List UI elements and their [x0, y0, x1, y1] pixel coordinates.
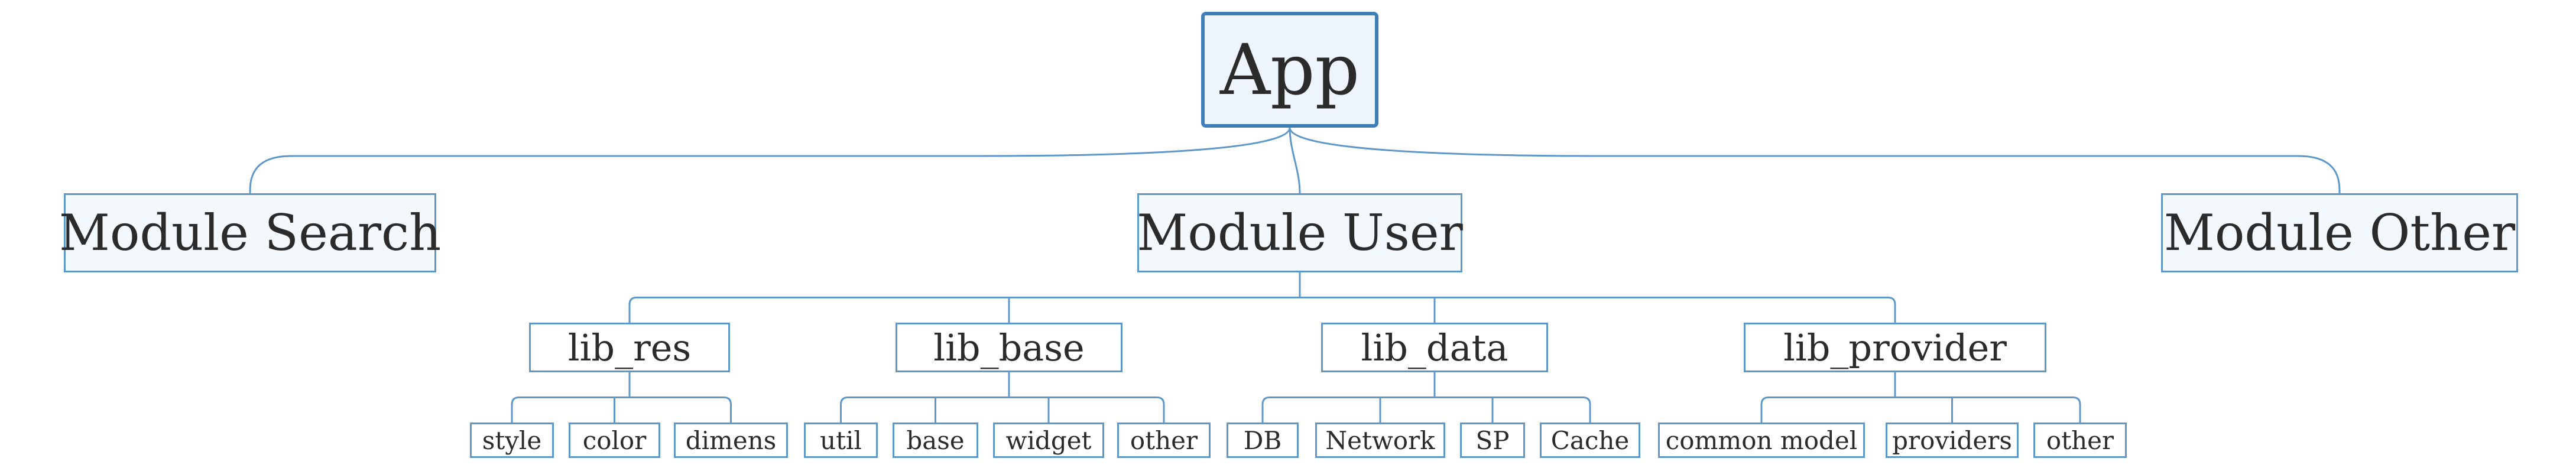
connector-data-db [1261, 396, 1270, 422]
node-leaf-providers: providers [1886, 422, 2019, 458]
connector-base-util [840, 396, 848, 422]
node-leaf-color: color [569, 422, 660, 458]
node-leaf-common-model: common model [1658, 422, 1865, 458]
connector-res-dimens [724, 396, 732, 422]
connector-res-style [511, 396, 520, 422]
node-leaf-base: base [893, 422, 978, 458]
connector-module-search [249, 127, 1291, 194]
connector-base-other [1156, 396, 1165, 422]
node-lib-res: lib_res [529, 323, 730, 372]
node-module-other: Module Other [2161, 193, 2518, 272]
node-leaf-cache: Cache [1540, 422, 1640, 458]
node-app: App [1201, 12, 1378, 128]
connector-lib-res [628, 297, 637, 323]
node-leaf-db: DB [1227, 422, 1299, 458]
node-leaf-provider-other: other [2033, 422, 2127, 458]
connector-provider-common-model [1760, 396, 1769, 422]
connector-lib-provider [1887, 297, 1896, 323]
connector-module-other [1289, 127, 2341, 194]
node-leaf-sp: SP [1460, 422, 1525, 458]
node-module-search: Module Search [59, 193, 441, 272]
node-leaf-widget: widget [993, 422, 1104, 458]
node-module-user: Module User [1137, 193, 1463, 272]
connector-module-user [1289, 127, 1301, 194]
node-lib-base: lib_base [896, 323, 1122, 372]
node-leaf-util: util [804, 422, 878, 458]
node-leaf-other: other [1117, 422, 1211, 458]
node-leaf-style: style [470, 422, 554, 458]
node-lib-provider: lib_provider [1744, 323, 2046, 372]
node-lib-data: lib_data [1321, 323, 1548, 372]
node-leaf-dimens: dimens [674, 422, 788, 458]
node-leaf-network: Network [1315, 422, 1445, 458]
connector-provider-other [2072, 396, 2081, 422]
connector-data-cache [1582, 396, 1591, 422]
